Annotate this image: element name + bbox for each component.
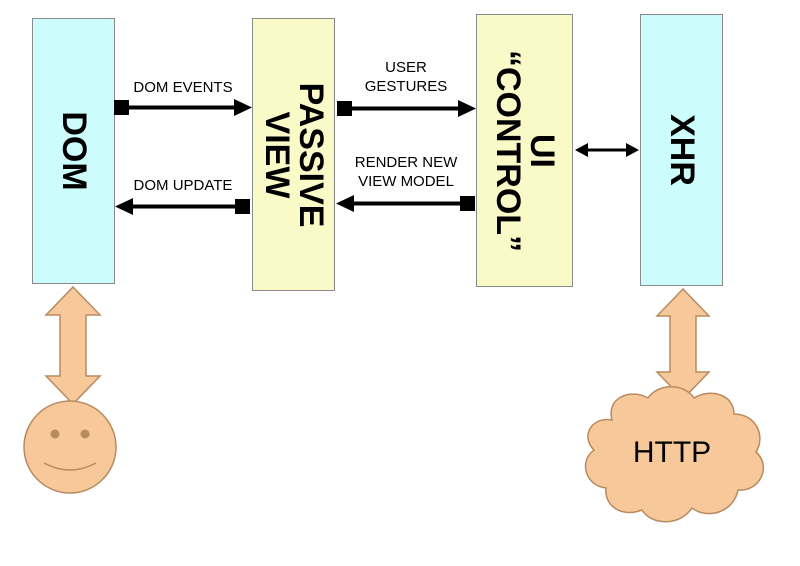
- render-new-view-model-arrow: [336, 195, 475, 212]
- http-label: HTTP: [632, 436, 712, 469]
- user-dom-double-arrow-icon: [44, 285, 102, 406]
- dom-events-arrow: [114, 99, 252, 116]
- render-new-view-model-line1: RENDER NEW: [354, 154, 458, 171]
- render-new-view-model-label: RENDER NEW VIEW MODEL: [336, 153, 476, 191]
- user-gestures-line1: USER: [385, 59, 427, 76]
- smiley-face-icon: [23, 400, 117, 494]
- passive-view-box: PASSIVE VIEW: [252, 18, 335, 291]
- dom-update-label: DOM UPDATE: [133, 177, 233, 194]
- xhr-http-double-arrow-icon: [655, 287, 711, 401]
- dom-events-label: DOM EVENTS: [133, 79, 233, 96]
- ui-xhr-double-arrow: [575, 143, 639, 157]
- ui-control-box: UI “CONTROL”: [476, 14, 573, 287]
- user-gestures-arrow: [337, 100, 476, 117]
- cloud-icon: [584, 386, 765, 523]
- xhr-box: XHR: [640, 14, 723, 286]
- render-new-view-model-line2: VIEW MODEL: [358, 173, 454, 190]
- user-gestures-label: USER GESTURES: [340, 58, 472, 96]
- dom-update-arrow: [115, 198, 250, 215]
- user-gestures-line2: GESTURES: [364, 78, 448, 95]
- dom-box: DOM: [32, 18, 115, 284]
